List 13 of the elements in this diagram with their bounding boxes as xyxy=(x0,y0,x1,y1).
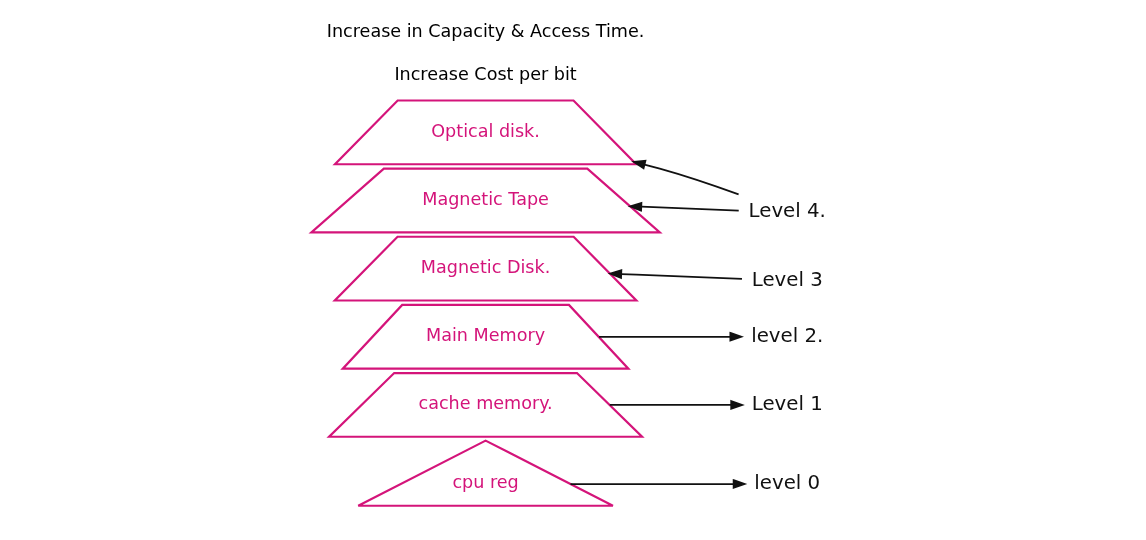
node-text: level 0 xyxy=(753,470,820,494)
label: Increase in Capacity & Access Time. xyxy=(326,20,644,41)
arrow xyxy=(597,331,744,342)
node-text: Level 3 xyxy=(751,267,823,291)
node-text: Level 1 xyxy=(751,391,823,415)
node-text: Level 4. xyxy=(748,199,826,223)
arrow xyxy=(627,201,740,212)
label: Increase Cost per bit xyxy=(393,64,577,85)
arrow xyxy=(569,478,747,490)
node-text: level 2. xyxy=(750,323,823,347)
arrow xyxy=(607,269,743,280)
arrow xyxy=(630,159,739,196)
arrow xyxy=(608,399,745,410)
